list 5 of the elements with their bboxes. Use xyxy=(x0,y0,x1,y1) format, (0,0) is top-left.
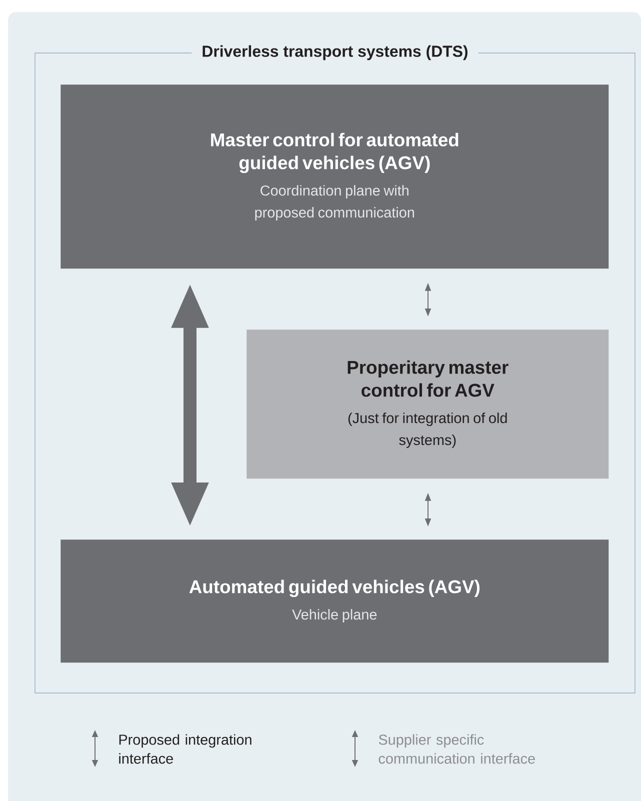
legend-text: Proposed integration interface xyxy=(119,734,252,764)
process-box: Properitary master control for AGV (Just for integration of old systems) xyxy=(246,330,609,479)
process-box: Automated guided vehicles (AGV) Vehicle plane xyxy=(60,540,609,663)
process-box: Master control for automated guided vehicles (AGV) Coordination plane with proposed communication xyxy=(60,84,609,269)
legend-text: Supplier specific communication interface xyxy=(378,734,535,764)
